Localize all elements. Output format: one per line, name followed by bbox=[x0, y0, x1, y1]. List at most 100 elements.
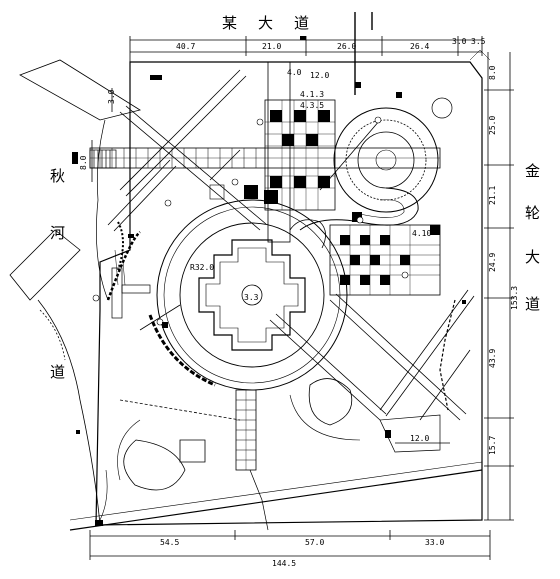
right-dimensions bbox=[484, 52, 514, 521]
plaza-tile bbox=[244, 185, 258, 199]
west-landing bbox=[121, 284, 151, 294]
checker-plaza-east bbox=[329, 212, 441, 296]
marker-block bbox=[72, 152, 78, 164]
plaza-tile bbox=[370, 255, 380, 265]
contour-west bbox=[99, 469, 108, 521]
spiral-outer-ring bbox=[333, 107, 439, 213]
bottom-dim-33-0: 33.0 bbox=[425, 538, 444, 547]
north-plaza-outline bbox=[264, 99, 336, 211]
bottom-dimensions bbox=[89, 442, 491, 560]
left-dim-3-0: 3.0 bbox=[107, 89, 116, 104]
diag-path bbox=[275, 313, 387, 415]
diag-path bbox=[125, 75, 247, 197]
top-dim-3-0: 3.0 bbox=[452, 37, 467, 46]
east-plaza-grid bbox=[330, 225, 440, 295]
inner-right-4-10: 4.10 bbox=[412, 229, 431, 238]
planting-bed-se bbox=[308, 378, 353, 426]
right-road-char-2: 轮 bbox=[525, 204, 540, 222]
se-entrance-zone bbox=[379, 414, 441, 453]
top-road-char-2: 大 bbox=[258, 14, 273, 32]
planting-bed-sw bbox=[123, 439, 186, 491]
bottom-dim-54-5: 54.5 bbox=[160, 538, 179, 547]
tree-marker bbox=[92, 294, 100, 302]
plaza-tile bbox=[340, 275, 350, 285]
cross-fountain-inner bbox=[205, 247, 299, 343]
plaza-tile bbox=[282, 134, 294, 146]
central-curve-path bbox=[289, 219, 326, 249]
marker-block bbox=[396, 92, 402, 98]
plaza-grid-lines bbox=[265, 100, 335, 210]
central-labels: R32.0 3.3 bbox=[190, 263, 259, 302]
tree-marker bbox=[374, 116, 382, 124]
central-plaza bbox=[156, 199, 348, 391]
marker-block bbox=[150, 75, 162, 80]
right-dim-43-9: 43.9 bbox=[488, 349, 497, 368]
top-dim-26-4: 26.4 bbox=[410, 42, 429, 51]
marker-block bbox=[128, 234, 134, 238]
bottom-diagonal-edge-inner bbox=[69, 461, 483, 521]
promenade-hatching bbox=[99, 148, 257, 461]
central-outer-ring bbox=[156, 199, 348, 391]
left-bridge bbox=[89, 149, 151, 319]
small-building bbox=[179, 439, 206, 463]
north-south-promenade bbox=[267, 61, 291, 243]
fence-lines bbox=[114, 49, 491, 411]
river-char-2: 河 bbox=[50, 224, 65, 242]
plaza-tile bbox=[430, 225, 440, 235]
plaza-tile bbox=[318, 110, 330, 122]
river-bank-line bbox=[37, 299, 101, 526]
left-dimensions bbox=[91, 88, 113, 182]
curved-walks bbox=[99, 231, 441, 531]
river-shore-curve bbox=[96, 119, 109, 301]
plaza-tile bbox=[270, 176, 282, 188]
right-dim-25-0: 25.0 bbox=[488, 116, 497, 135]
spiral-tail bbox=[299, 187, 419, 231]
right-road-char-3: 大 bbox=[525, 248, 540, 266]
cross-shaped-fountain bbox=[198, 239, 306, 351]
river-bridge-lower bbox=[9, 229, 81, 301]
plaza-tile bbox=[340, 235, 350, 245]
right-dim-15-7: 15.7 bbox=[488, 436, 497, 455]
river-edge bbox=[9, 59, 142, 526]
marker-block bbox=[162, 322, 168, 328]
plaza-tile bbox=[318, 176, 330, 188]
plaza-tile bbox=[380, 275, 390, 285]
bottom-inner-12-0: 12.0 bbox=[410, 434, 429, 443]
plaza-tile-open bbox=[209, 184, 225, 200]
plaza-tile bbox=[306, 134, 318, 146]
tree-marker bbox=[231, 178, 239, 186]
plaza-tile bbox=[294, 110, 306, 122]
spiral-center bbox=[375, 149, 397, 171]
right-road-char-4: 道 bbox=[525, 295, 540, 313]
top-dimensions bbox=[129, 12, 483, 120]
diag-path bbox=[329, 299, 461, 421]
tree-markers bbox=[92, 116, 409, 326]
top-dim-21-0: 21.0 bbox=[262, 42, 281, 51]
center-elevation-label: 3.3 bbox=[244, 293, 259, 302]
plaza-tile bbox=[270, 110, 282, 122]
left-dim-8-0: 8.0 bbox=[79, 155, 88, 170]
top-dim-40-7: 40.7 bbox=[176, 42, 195, 51]
marker-block bbox=[462, 300, 466, 304]
fence bbox=[114, 249, 126, 286]
river-bank-dash bbox=[39, 309, 66, 361]
right-dim-24-9: 24.9 bbox=[488, 253, 497, 272]
top-dimension-text: 40.7 21.0 26.0 26.4 3.0 3.5 4.0 12.0 4.1… bbox=[176, 37, 486, 110]
top-dim-3-5: 3.5 bbox=[471, 37, 486, 46]
contour-sw bbox=[117, 419, 141, 481]
top-dim-26-0: 26.0 bbox=[337, 42, 356, 51]
marker-block bbox=[95, 520, 103, 526]
tree-marker bbox=[164, 199, 172, 207]
tree-marker bbox=[256, 118, 264, 126]
diag-path bbox=[119, 111, 261, 231]
road-labels: 某 大 道 金 轮 大 道 秋 河 道 bbox=[50, 14, 540, 381]
river-bridge-upper bbox=[19, 59, 142, 121]
plaza-tile bbox=[400, 255, 410, 265]
spiral-plaza bbox=[299, 97, 453, 231]
plaza-tile bbox=[350, 255, 360, 265]
right-dim-21-1: 21.1 bbox=[488, 186, 497, 205]
diag-path bbox=[269, 319, 381, 421]
central-feature bbox=[241, 284, 263, 306]
inner-dim-4-1-3: 4.1.3 bbox=[300, 90, 324, 99]
